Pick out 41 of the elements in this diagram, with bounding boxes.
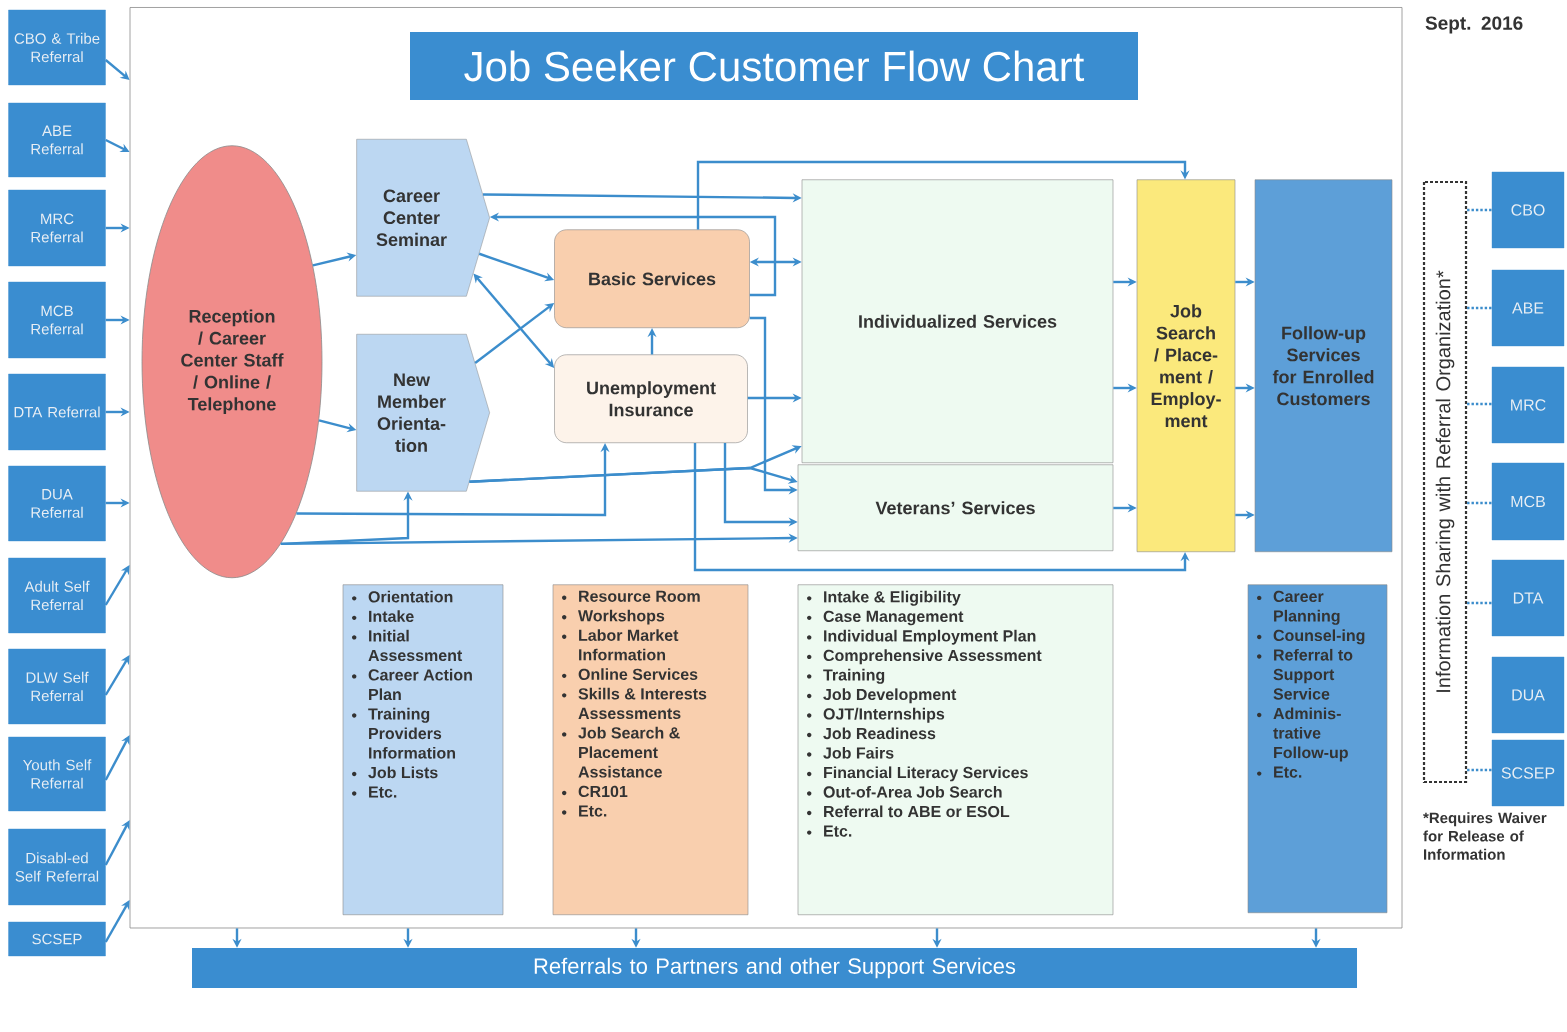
- referral-box: Disabl-ed Self Referral: [8, 828, 106, 906]
- arrow: [104, 735, 130, 781]
- service-box: Basic Services: [554, 229, 750, 329]
- referrals-bar: Referrals to Partners and other Support Services: [192, 948, 1357, 988]
- pentagon-box: Career Center Seminar: [356, 139, 490, 297]
- referral-box: SCSEP: [8, 921, 106, 957]
- organization-box: DUA: [1491, 656, 1565, 734]
- organization-box: MRC: [1491, 366, 1565, 444]
- service-box: Follow-up Services for Enrolled Customers: [1254, 179, 1393, 553]
- organization-box: SCSEP: [1491, 739, 1565, 807]
- list-box: Intake & Eligibility Case Management Individual Employment Plan Comprehensive Assessment Training Job Development OJT/Internships Job Readiness Job Fairs Financial Literacy Services Out-of-Area Job Search Referral to ABE or ESOL Etc.: [797, 584, 1114, 916]
- referral-box: Adult Self Referral: [8, 557, 106, 634]
- list-box: Resource Room Workshops Labor Market Information Online Services Skills & Interests Assessments Job Search & Placement Assistance CR101 Etc.: [552, 584, 749, 916]
- service-box: Unemployment Insurance: [554, 354, 748, 444]
- referral-box: MRC Referral: [8, 189, 106, 267]
- title-banner: Job Seeker Customer Flow Chart: [410, 32, 1138, 100]
- referral-box: DUA Referral: [8, 465, 106, 542]
- footnote: *Requires Waiver for Release of Information: [1423, 812, 1547, 860]
- arrow: [104, 900, 130, 943]
- referral-box: ABE Referral: [8, 102, 106, 178]
- referral-box: MCB Referral: [8, 281, 106, 359]
- arrow: [696, 160, 1190, 230]
- organization-box: CBO: [1491, 171, 1565, 249]
- service-box: Job Search / Place-ment / Employ-ment: [1136, 179, 1236, 553]
- referral-box: Youth Self Referral: [8, 736, 106, 812]
- referral-box: DLW Self Referral: [8, 648, 106, 725]
- organization-box: MCB: [1491, 462, 1565, 541]
- organization-box: DTA: [1491, 559, 1565, 637]
- arrow: [104, 565, 130, 606]
- list-box: Career Planning Counsel-ing Referral to Support Service Adminis-trative Follow-up Etc.: [1247, 584, 1388, 914]
- referral-box: DTA Referral: [8, 373, 106, 451]
- service-box: Veterans’ Services: [797, 464, 1114, 552]
- list-box: Orientation Intake Initial Assessment Career Action Plan Training Providers Information Job Lists Etc.: [342, 584, 504, 916]
- pentagon-box: New Member Orienta-tion: [356, 334, 490, 492]
- arrow: [104, 655, 130, 696]
- arrow: [104, 59, 130, 80]
- date-label: Sept. 2016: [1425, 16, 1523, 34]
- arrow: [104, 820, 130, 866]
- organization-box: ABE: [1491, 269, 1565, 347]
- referral-box: CBO & Tribe Referral: [8, 9, 106, 86]
- dashed-bracket: Information Sharing with Referral Organization*: [1422, 180, 1468, 784]
